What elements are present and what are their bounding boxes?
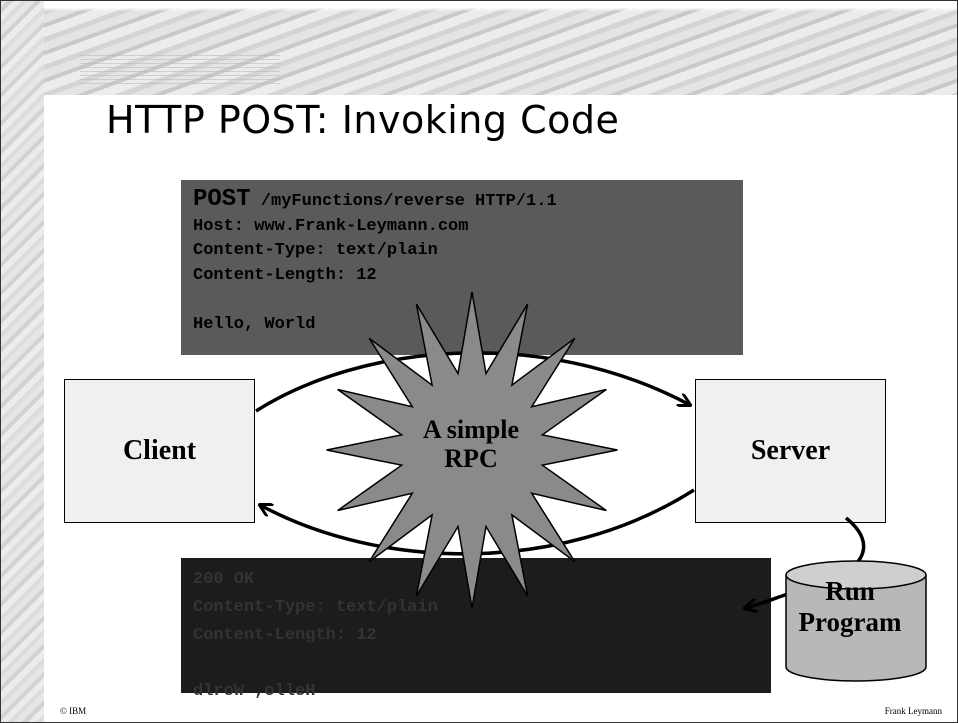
client-node: Client [64,379,255,523]
decorative-left-strip [0,0,44,723]
footer-copyright: © IBM [60,706,87,716]
banner-lines [80,55,280,85]
run-program-line-1: Run [825,576,875,606]
rpc-starburst [326,291,618,609]
server-label: Server [750,435,831,466]
footer-author: Frank Leymann [884,706,942,716]
request-method: POST [193,186,251,213]
http-request-box: POST /myFunctions/reverse HTTP/1.1 Host:… [181,180,743,355]
client-label: Client [122,435,197,466]
request-header-content-length: Content-Length: 12 [193,265,377,285]
slide-title: HTTP POST: Invoking Code [106,98,620,142]
run-program-line-2: Program [798,607,902,637]
response-status-line: 200 OK [193,570,255,589]
request-line: /myFunctions/reverse HTTP/1.1 [250,192,557,211]
http-response-box: 200 OK Content-Type: text/plain Content-… [181,558,771,701]
http-request-text: POST /myFunctions/reverse HTTP/1.1 Host:… [193,186,557,337]
server-node: Server [695,379,886,523]
rpc-star-line-2: RPC [444,444,498,473]
rpc-star-line-1: A simple [422,415,520,444]
run-program-label: Run Program [770,576,930,638]
request-header-content-type: Content-Type: text/plain [193,241,438,260]
request-body: Hello, World [193,314,316,334]
run-program-cylinder [785,560,927,682]
request-header-host: Host: www.Frank-Leymann.com [193,216,469,236]
http-response-text: 200 OK Content-Type: text/plain Content-… [193,566,438,706]
decorative-banner [44,0,958,95]
rpc-star-label: A simple RPC [386,415,556,473]
response-header-content-length: Content-Length: 12 [193,626,377,645]
request-arrow [255,351,690,413]
response-body: dlroW ,olleH [193,682,316,701]
response-header-content-type: Content-Type: text/plain [193,598,438,617]
